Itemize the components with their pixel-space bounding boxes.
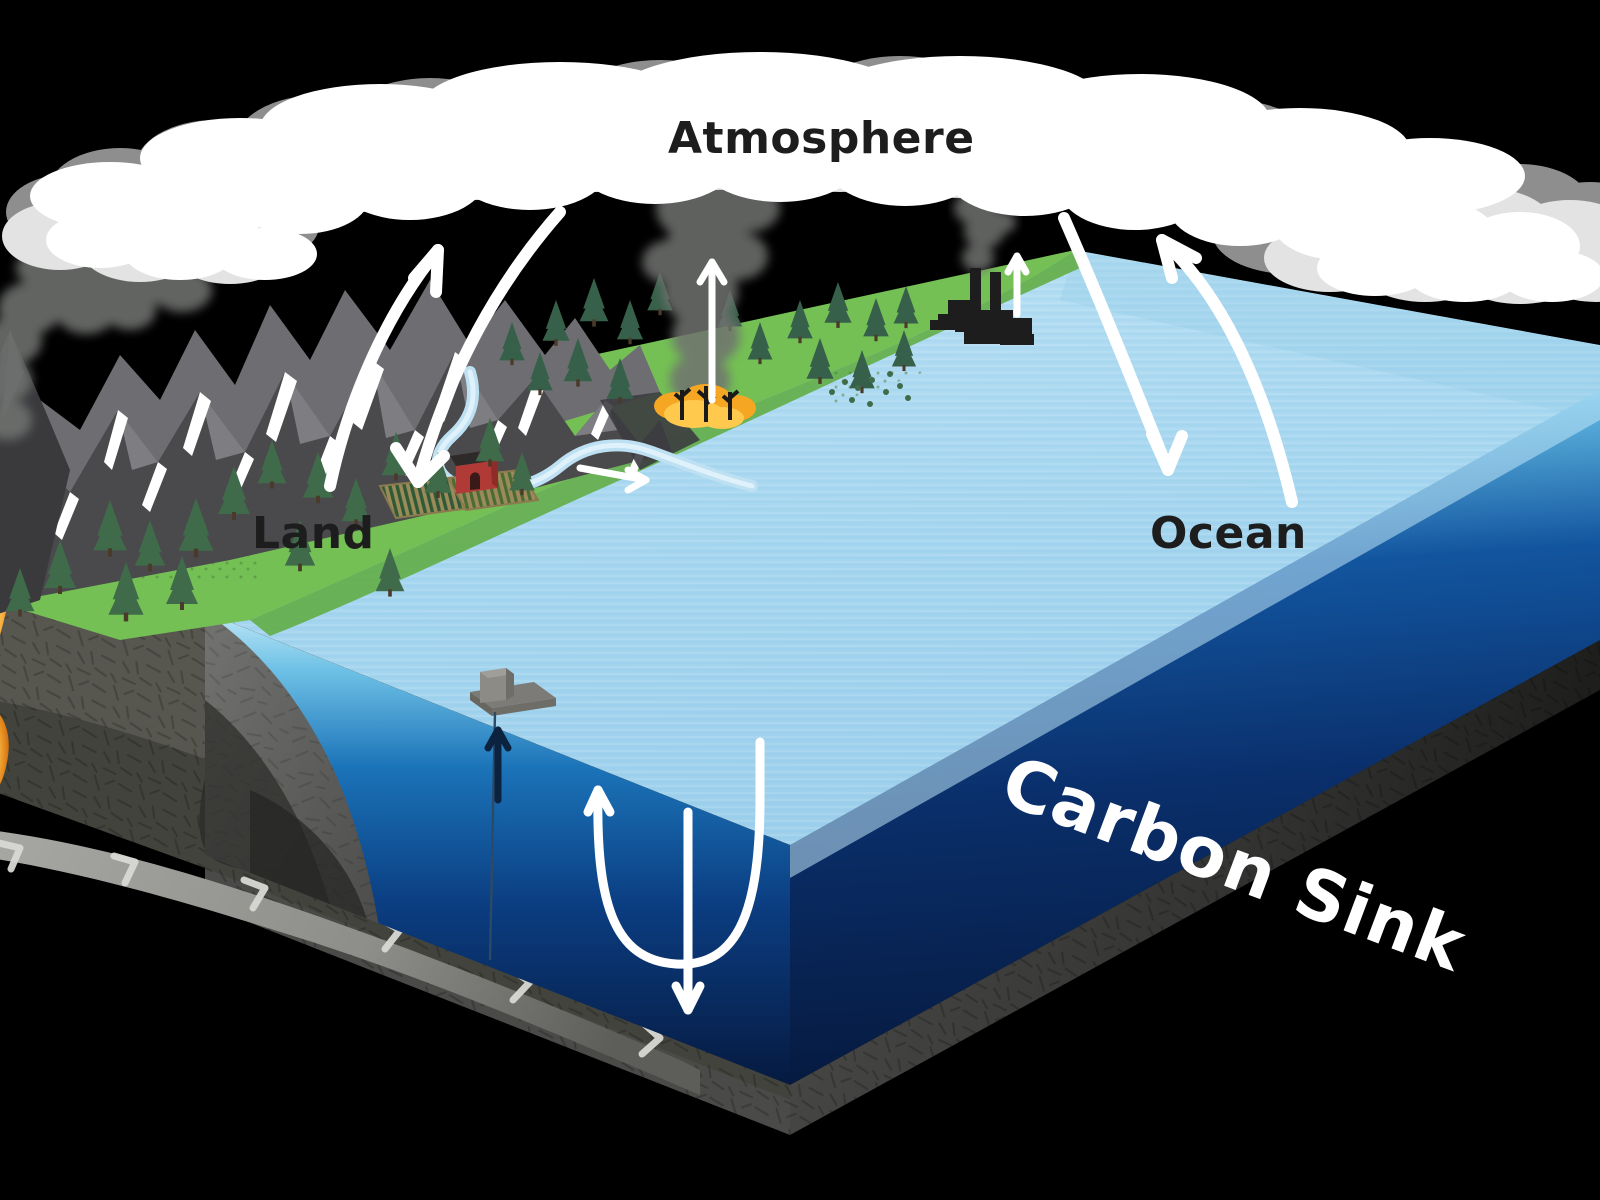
chevron-icon	[240, 876, 269, 912]
offshore-platform	[470, 668, 556, 961]
burnt-trees	[673, 386, 740, 422]
arrow-ocean-to-atmosphere	[1156, 234, 1298, 508]
chevron-icon	[0, 839, 24, 873]
flux-arrows	[324, 206, 1298, 1015]
label-atmosphere: Atmosphere	[668, 113, 975, 164]
cloud-bank	[2, 52, 1600, 304]
label-land: Land	[252, 508, 375, 559]
factory	[930, 168, 1034, 345]
volcano-plume	[0, 246, 212, 440]
ocean-face-right	[790, 390, 1600, 1085]
ocean-block	[205, 250, 1600, 1085]
chevron-icon	[110, 852, 139, 887]
shrub-cluster	[829, 371, 911, 407]
wildfire-flames	[654, 384, 756, 429]
arrow-deep-ocean-upwelling	[593, 737, 765, 969]
factory-body	[930, 268, 1034, 345]
drill-line	[488, 711, 497, 961]
cloud-row-front	[30, 52, 1600, 302]
label-ocean: Ocean	[1150, 508, 1307, 559]
arrow-river-to-ocean	[576, 464, 650, 484]
arrow-atmosphere-to-land	[412, 206, 566, 488]
plate-band-left	[0, 831, 700, 1095]
